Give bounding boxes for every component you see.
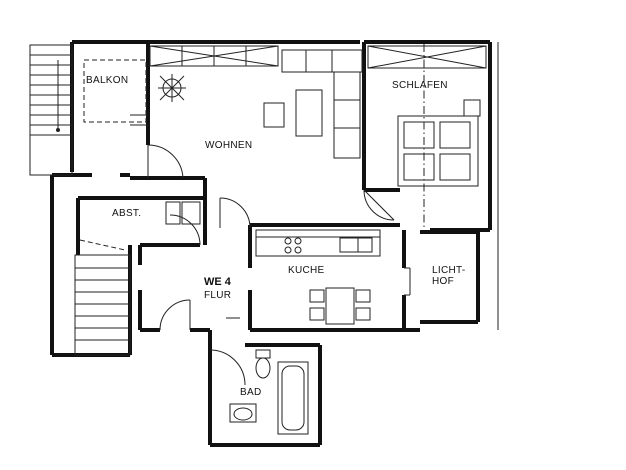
armchair bbox=[263, 102, 285, 128]
label-lichthof-line1: LICHT- bbox=[432, 265, 465, 276]
plant-icon bbox=[158, 74, 186, 102]
staircase-lower bbox=[74, 239, 131, 356]
bed bbox=[397, 99, 481, 187]
door-flur-kitchen bbox=[219, 197, 251, 229]
wardrobe bbox=[367, 45, 487, 69]
kitchen-window bbox=[404, 267, 411, 296]
coffee-table bbox=[295, 89, 323, 137]
door-bad bbox=[209, 349, 246, 386]
toilet-icon bbox=[255, 349, 271, 379]
balkon-area bbox=[83, 59, 148, 126]
label-kueche: KUCHE bbox=[288, 265, 325, 276]
label-lichthof-line2: HOF bbox=[432, 276, 454, 287]
kitchen-counter bbox=[255, 229, 381, 257]
sofa bbox=[281, 49, 363, 159]
label-balkon: BALKON bbox=[86, 75, 128, 86]
washbasin-icon bbox=[229, 403, 257, 423]
label-abst: ABST. bbox=[112, 208, 141, 219]
door-schlafen bbox=[363, 189, 395, 221]
abst-cabinet bbox=[165, 201, 201, 225]
label-bad: BAD bbox=[240, 387, 261, 398]
label-flur: FLUR bbox=[204, 290, 231, 301]
door-flur-entry bbox=[159, 299, 191, 331]
label-unit: WE 4 bbox=[204, 276, 232, 288]
bathtub-icon bbox=[277, 361, 309, 435]
label-wohnen: WOHNEN bbox=[205, 140, 252, 151]
wohnen-shelf bbox=[149, 45, 279, 67]
door-wohnen bbox=[147, 144, 184, 179]
door-abst bbox=[169, 214, 201, 246]
label-schlafen: SCHLAFEN bbox=[392, 80, 448, 91]
dining-table bbox=[309, 287, 371, 325]
staircase-upper bbox=[29, 44, 73, 176]
